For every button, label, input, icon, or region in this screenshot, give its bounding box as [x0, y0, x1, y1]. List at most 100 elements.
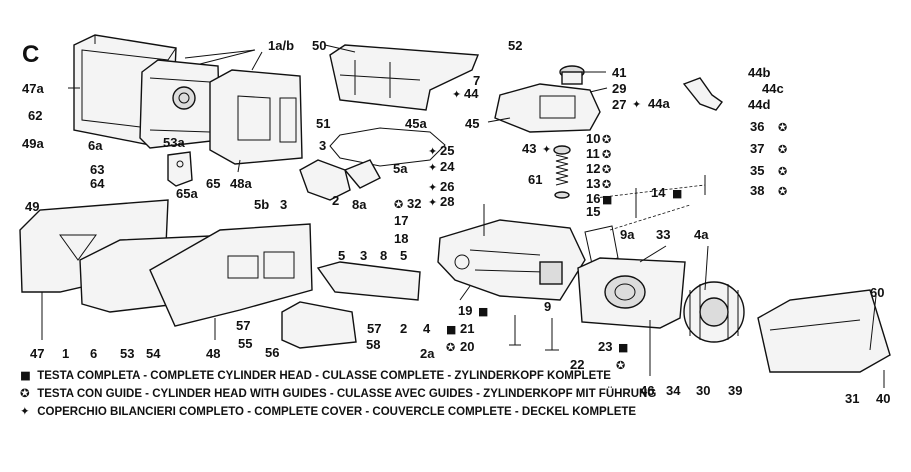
callout: 41: [612, 65, 626, 80]
callout: 48: [206, 346, 220, 361]
callout: 44d: [748, 97, 770, 112]
legend-row-complete-cover: ✦ COPERCHIO BILANCIERI COMPLETO - COMPLE…: [20, 402, 636, 420]
muffler-body-1b: [139, 59, 221, 149]
callout: 31: [845, 391, 859, 406]
callout: 17: [394, 213, 408, 228]
callout: 64: [90, 176, 105, 191]
leader-lines: [41, 44, 885, 388]
square-icon: ■: [672, 187, 682, 200]
cylinder-head-gasket-9a: [584, 225, 619, 265]
callout: 65a: [176, 186, 198, 201]
callout: 9a: [620, 227, 635, 242]
callout: 1: [62, 346, 69, 361]
callout: 4a: [694, 227, 709, 242]
callout: 20: [460, 339, 474, 354]
callout: 40: [876, 391, 890, 406]
rocker-arm-44a: [682, 77, 723, 111]
callout: 28: [440, 194, 454, 209]
exhaust-manifold-8a: [299, 159, 381, 201]
callout: 23: [598, 339, 612, 354]
callout: 54: [146, 346, 161, 361]
callout: 13: [586, 176, 600, 191]
circle-icon: ✪: [602, 163, 611, 176]
callout: 47: [30, 346, 44, 361]
callout: 43: [522, 141, 536, 156]
callout: 62: [28, 108, 42, 123]
callout: 53: [120, 346, 134, 361]
cylinder-shroud-48: [149, 223, 313, 327]
callout: 32: [407, 196, 421, 211]
callout: 44c: [762, 81, 784, 96]
callout: 3: [280, 197, 287, 212]
circle-icon: ✪: [778, 121, 787, 134]
callout: 30: [696, 383, 710, 398]
callout: 48a: [230, 176, 252, 191]
circle-icon: ✪: [394, 198, 403, 211]
callout: 46: [640, 383, 654, 398]
callout: 63: [90, 162, 104, 177]
diamond-icon: ✦: [428, 181, 437, 194]
diamond-icon: ✦: [542, 143, 551, 156]
diamond-icon: ✦: [452, 88, 461, 101]
square-icon: ■: [478, 305, 488, 318]
callout: 36: [750, 119, 764, 134]
circle-icon: ✪: [778, 165, 787, 178]
section-letter: C: [22, 41, 39, 68]
callout: 16: [586, 191, 600, 206]
callouts: 1a/b 50 52 47a 62 49a 6a 53a 63 64 65 48…: [22, 38, 890, 406]
callout: 29: [612, 81, 626, 96]
callout: 57: [367, 321, 381, 336]
callout: 15: [586, 204, 600, 219]
callout: 2a: [420, 346, 435, 361]
callout: 25: [440, 143, 454, 158]
callout: 22: [570, 357, 584, 372]
square-icon: ■: [446, 323, 456, 336]
callout: 38: [750, 183, 764, 198]
callout: 34: [666, 383, 681, 398]
diamond-icon: ✦: [428, 196, 437, 209]
diamond-icon: ✦: [428, 161, 437, 174]
valve-spring-stack: [553, 145, 571, 199]
square-icon: ■: [618, 341, 628, 354]
legend: ■ TESTA COMPLETA - COMPLETE CYLINDER HEA…: [20, 366, 656, 420]
circle-icon: ✪: [20, 386, 30, 400]
muffler-bracket-65: [167, 151, 193, 187]
exhaust-flange-8: [316, 261, 421, 301]
air-filter-cover-31: [757, 289, 891, 373]
callout-symbols: ✦ ✦ ✦ ✦ ✦ ✦ ✦ ✪ ✪ ✪ ✪ ✪ ✪ ✪ ✪ ✪ ✪ ✪ ■ ■ …: [394, 88, 787, 372]
callout: 61: [528, 172, 542, 187]
oil-filler-cap-41: [559, 65, 585, 85]
callout: 21: [460, 321, 474, 336]
diamond-icon: ✦: [632, 98, 641, 111]
rocker-gasket-45a: [329, 127, 446, 167]
rocker-cover-plate-50: [329, 44, 480, 111]
callout: 3: [319, 138, 326, 153]
callout: 7: [473, 73, 480, 88]
callout: 5: [338, 248, 345, 263]
callout: 11: [586, 146, 600, 161]
callout: 9: [544, 299, 551, 314]
callout: 55: [238, 336, 252, 351]
callout: 24: [440, 159, 455, 174]
square-icon: ■: [20, 368, 31, 382]
callout: 5a: [393, 161, 408, 176]
callout: 6: [90, 346, 97, 361]
callout: 39: [728, 383, 742, 398]
callout: 8: [380, 248, 387, 263]
callout: 3: [360, 248, 367, 263]
callout: 5b: [254, 197, 269, 212]
square-icon: ■: [602, 193, 612, 206]
circle-icon: ✪: [446, 341, 455, 354]
callout: 18: [394, 231, 408, 246]
callout: 1a/b: [268, 38, 294, 53]
callout: 45a: [405, 116, 427, 131]
callout: 44b: [748, 65, 770, 80]
callout: 2: [400, 321, 407, 336]
callout: 2: [332, 193, 339, 208]
muffler-cover-48a: [209, 69, 303, 165]
callout: 14: [651, 185, 666, 200]
callout: 51: [316, 116, 330, 131]
air-filter-housing-33: [577, 257, 686, 329]
callout: 26: [440, 179, 454, 194]
